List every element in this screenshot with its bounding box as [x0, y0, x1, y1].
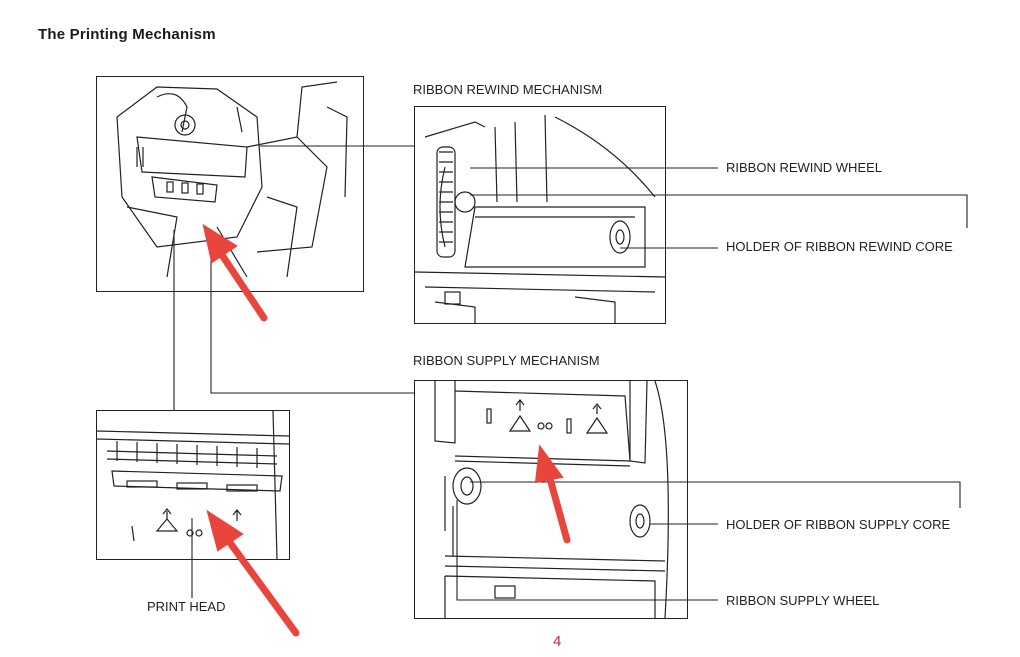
- print-head-figure: [96, 410, 290, 560]
- page-number: 4: [553, 633, 562, 650]
- label-print-head: PRINT HEAD: [147, 599, 226, 614]
- ribbon-supply-figure: [414, 380, 688, 619]
- page-title: The Printing Mechanism: [38, 26, 216, 43]
- label-ribbon-supply-wheel: RIBBON SUPPLY WHEEL: [726, 593, 880, 608]
- label-ribbon-supply-mechanism: RIBBON SUPPLY MECHANISM: [413, 353, 600, 368]
- label-ribbon-rewind-mechanism: RIBBON REWIND MECHANISM: [413, 82, 603, 97]
- label-holder-ribbon-supply-core: HOLDER OF RIBBON SUPPLY CORE: [726, 517, 951, 532]
- label-ribbon-rewind-wheel: RIBBON REWIND WHEEL: [726, 160, 883, 175]
- printer-overview-figure: [96, 76, 364, 292]
- ribbon-rewind-figure: [414, 106, 666, 324]
- label-holder-ribbon-rewind-core: HOLDER OF RIBBON REWIND CORE: [726, 239, 953, 254]
